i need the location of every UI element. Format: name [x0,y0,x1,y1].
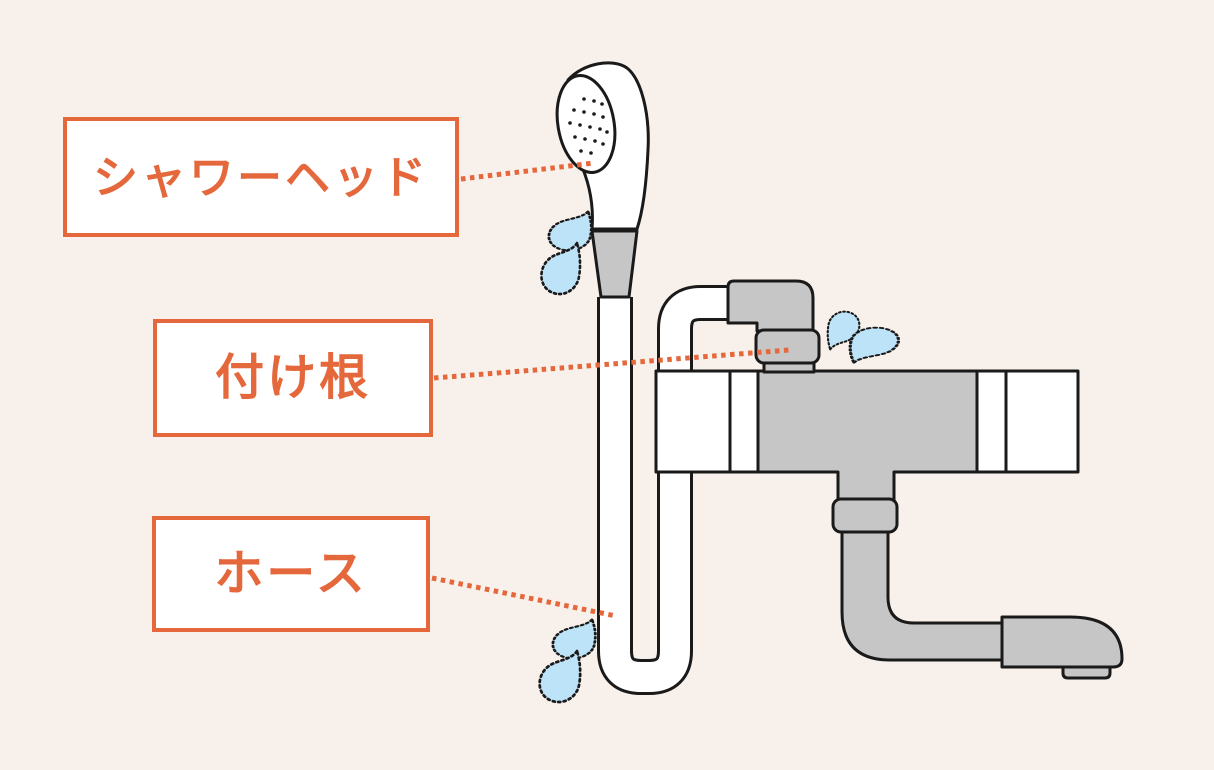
water-drop-icon [551,618,597,660]
water-drop-icon [540,241,582,296]
faucet-body [654,369,1080,502]
valve-center-block [756,369,979,502]
water-drop-icon [547,210,593,252]
label-text-shower-head: シャワーヘッド [92,151,429,203]
label-box-shower-head: シャワーヘッド [63,117,459,237]
hose-tube [600,288,746,692]
hose-elbow [726,279,815,333]
hose-connector [590,229,639,299]
hose-attachment-base [726,279,821,374]
water-drop-icon [826,310,861,351]
spray-hole-dots [568,97,609,155]
water-drop-icon [848,326,901,364]
spout-head [1000,615,1124,669]
spout-pipe-nut [831,497,899,534]
shower-head [555,61,650,299]
spout-assembly [831,497,1124,680]
label-box-hose: ホース [152,516,430,632]
spray-face [555,74,617,174]
shower-hose [597,285,746,695]
spout-tip [1061,665,1112,680]
leader-lines [431,160,790,619]
spout-pipe [840,529,1004,662]
water-drops [538,210,901,704]
label-text-hose: ホース [214,546,368,601]
water-drop-icon [538,649,582,704]
label-box-base: 付け根 [153,319,433,437]
label-text-base: 付け根 [214,350,371,405]
base-nut [754,328,821,365]
leader-line-hose [431,575,617,619]
leader-line-shower-head [460,160,595,182]
